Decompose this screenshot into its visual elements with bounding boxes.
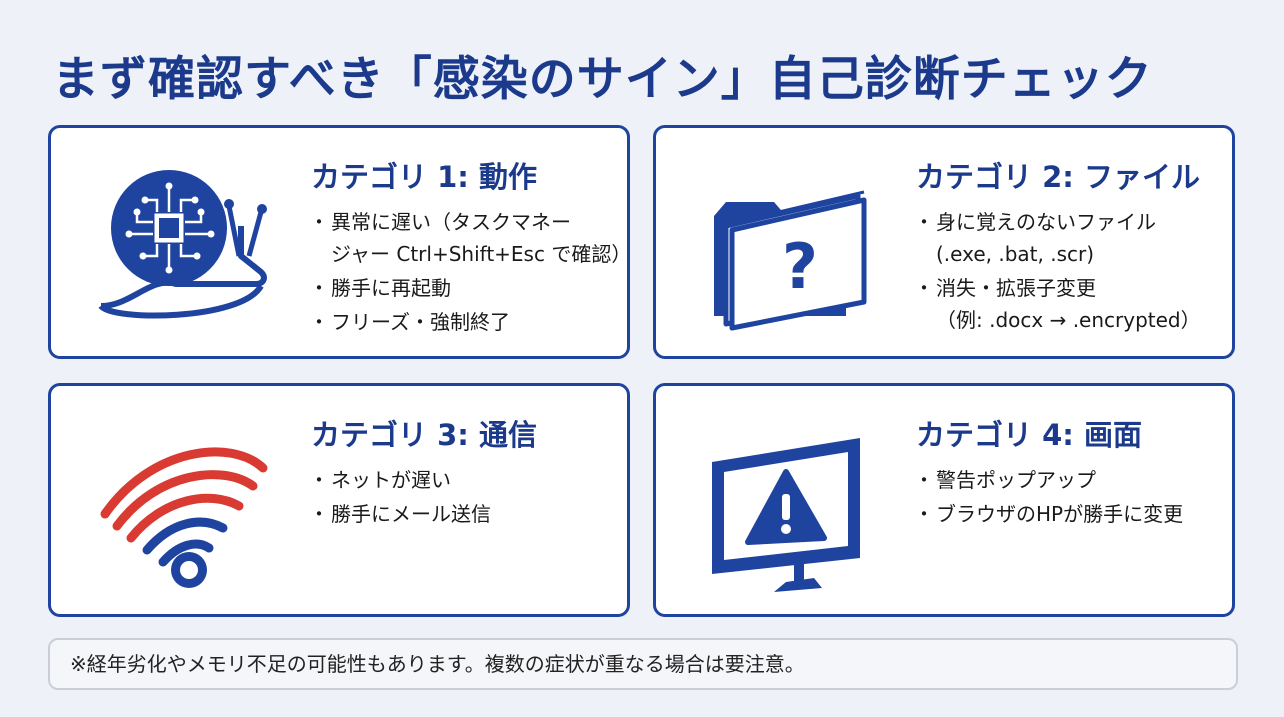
- monitor-warning-icon: [712, 438, 860, 592]
- snail-chip-icon: [98, 170, 267, 319]
- list-item: ・警告ポップアップ: [914, 468, 1096, 492]
- list-item: ・消失・拡張子変更（例: .docx → .encrypted）: [914, 276, 1201, 332]
- symptom-list: ・ネットが遅い ・勝手にメール送信: [309, 464, 491, 532]
- folder-question-icon: ?: [714, 190, 867, 331]
- category-card-1: カテゴリ 1: 動作 ・異常に遅い（タスクマネージャー Ctrl+Shift+E…: [48, 125, 631, 359]
- category-card-3: カテゴリ 3: 通信 ・ネットが遅い ・勝手にメール送信: [48, 383, 630, 617]
- symptom-list: ・身に覚えのないファイル(.exe, .bat, .scr) ・消失・拡張子変更…: [914, 206, 1201, 338]
- footnote: ※経年劣化やメモリ不足の可能性もあります。複数の症状が重なる場合は要注意。: [48, 638, 1238, 690]
- category-card-2: ? カテゴリ 2: ファイル ・身に覚えのないファイル(.exe, .bat, …: [653, 125, 1235, 359]
- list-item: ・身に覚えのないファイル(.exe, .bat, .scr): [914, 210, 1156, 266]
- list-item: ・勝手に再起動: [309, 276, 451, 300]
- list-item: ・フリーズ・強制終了: [309, 310, 510, 334]
- list-item: ・ブラウザのHPが勝手に変更: [914, 502, 1184, 526]
- card-title: カテゴリ 3: 通信: [311, 418, 537, 452]
- category-card-4: カテゴリ 4: 画面 ・警告ポップアップ ・ブラウザのHPが勝手に変更: [653, 383, 1235, 617]
- list-item: ・異常に遅い（タスクマネージャー Ctrl+Shift+Esc で確認）: [309, 210, 632, 266]
- card-title: カテゴリ 1: 動作: [311, 160, 537, 194]
- card-title: カテゴリ 2: ファイル: [916, 160, 1200, 194]
- list-item: ・ネットが遅い: [309, 468, 451, 492]
- svg-text:?: ?: [782, 230, 818, 303]
- symptom-list: ・警告ポップアップ ・ブラウザのHPが勝手に変更: [914, 464, 1183, 532]
- list-item: ・勝手にメール送信: [309, 502, 491, 526]
- page-title: まず確認すべき「感染のサイン」自己診断チェック: [52, 52, 1153, 107]
- symptom-list: ・異常に遅い（タスクマネージャー Ctrl+Shift+Esc で確認） ・勝手…: [309, 206, 631, 340]
- card-title: カテゴリ 4: 画面: [916, 418, 1142, 452]
- wifi-signal-icon: [100, 447, 268, 588]
